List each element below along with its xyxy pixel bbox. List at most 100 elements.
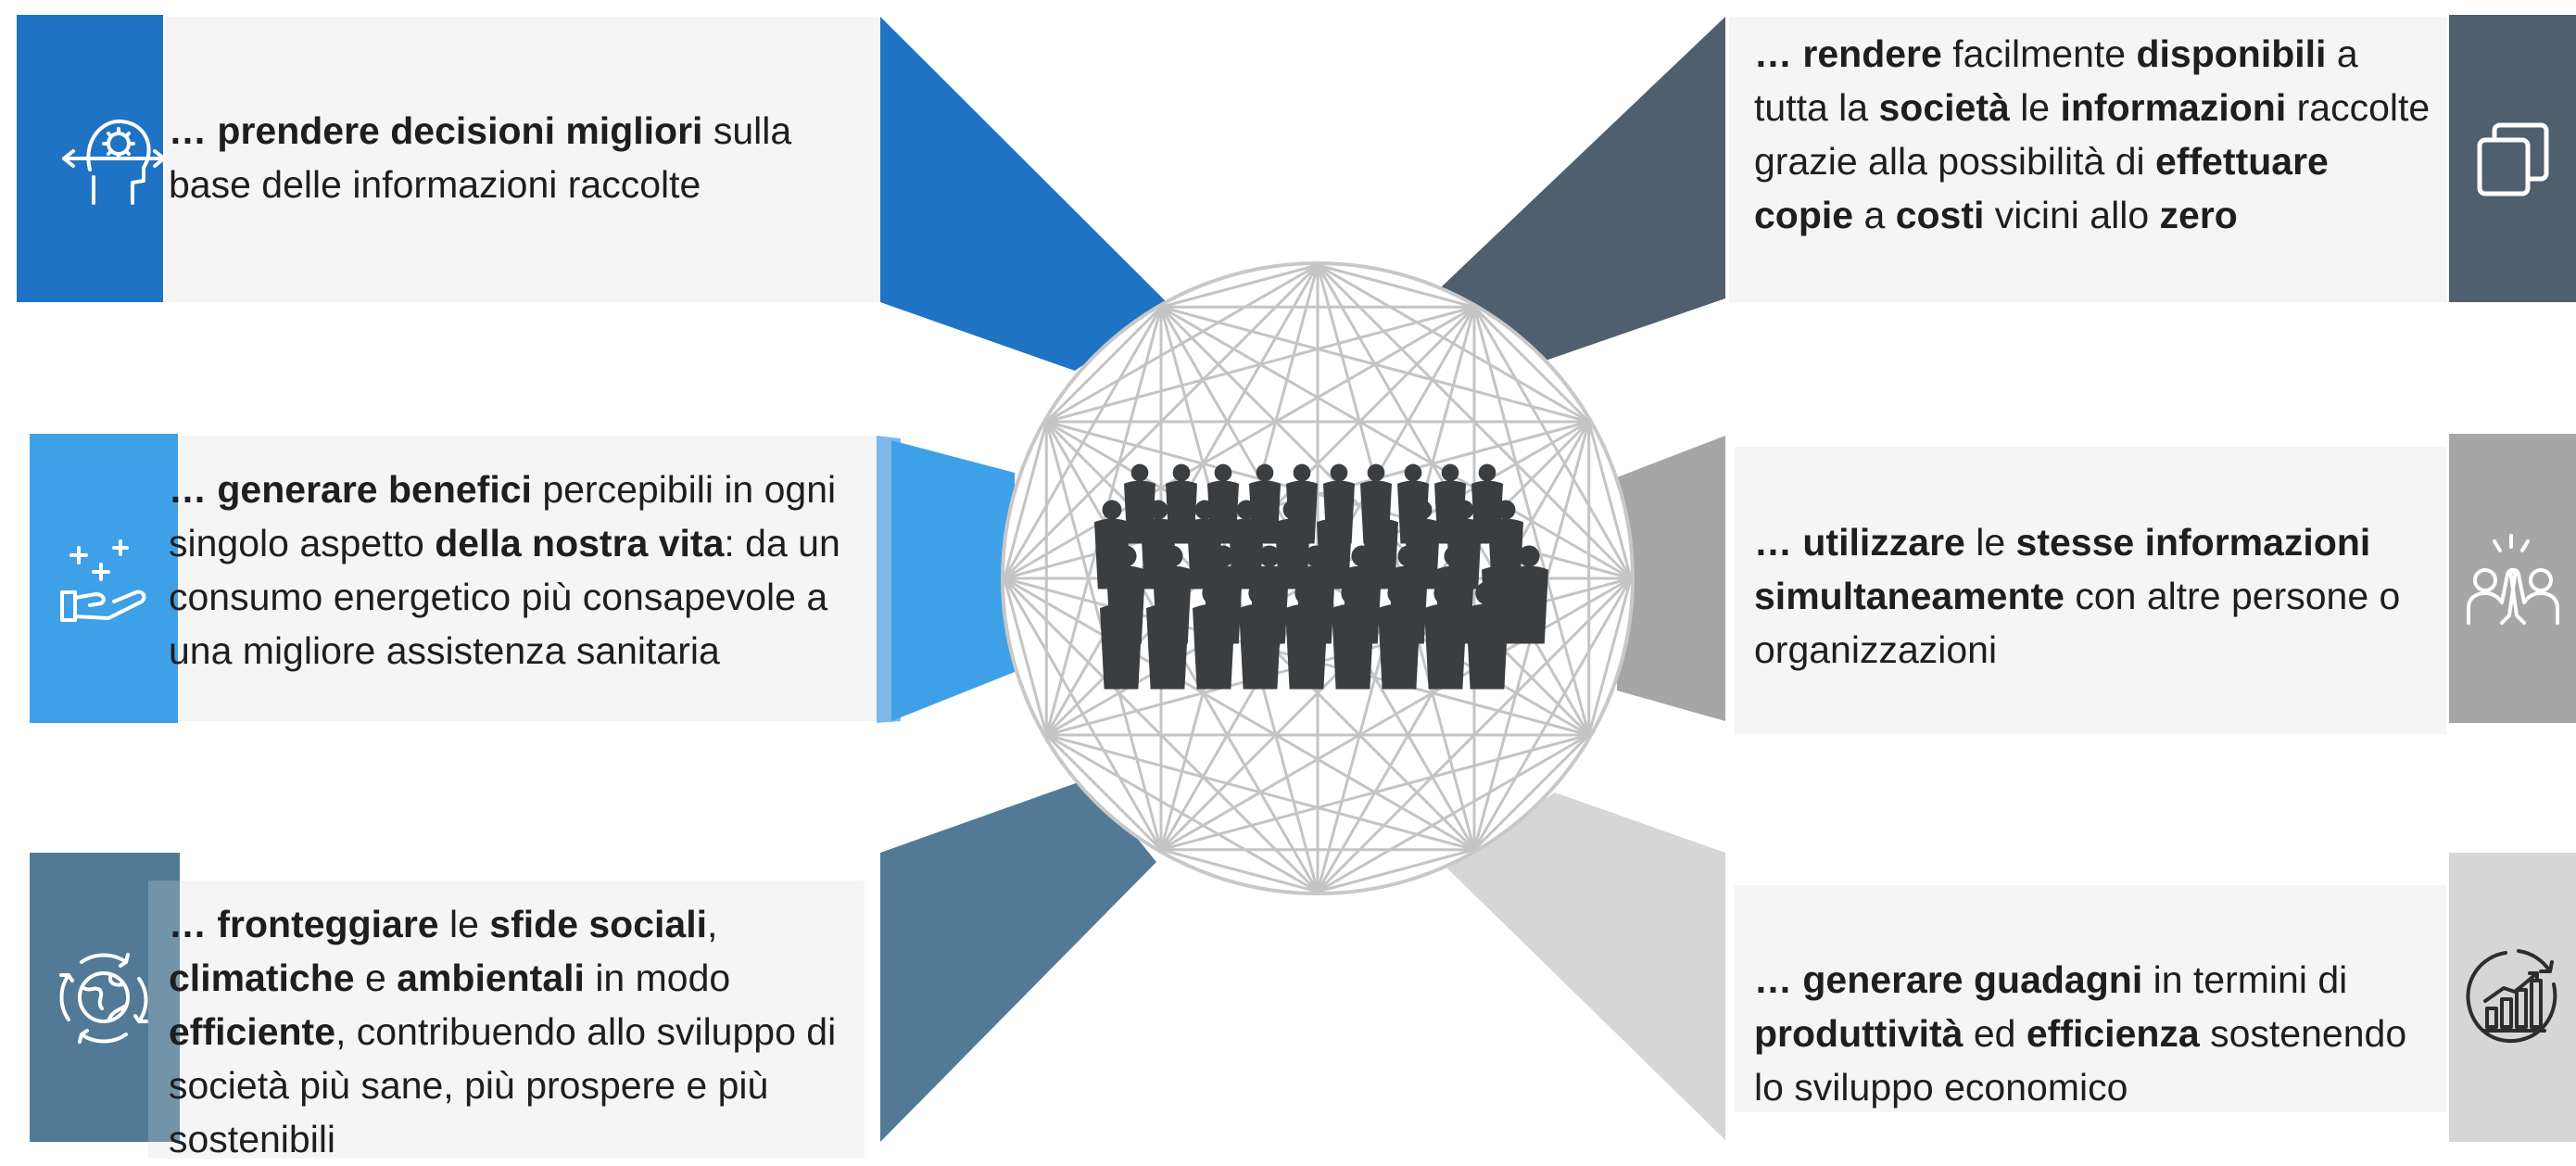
crowd-person-head (1148, 500, 1168, 520)
crowd-person-head (1387, 581, 1411, 605)
connector-share (1617, 436, 1725, 721)
network-line (1004, 577, 1475, 852)
share-text-run: le (1964, 521, 2016, 564)
hand-plus-icon (30, 434, 178, 723)
text-decisions: … prendere decisioni migliori sulla base… (169, 104, 836, 211)
crowd-person-head (1454, 500, 1474, 520)
panel-share (1735, 447, 2446, 734)
available-text-run: informazioni (2060, 86, 2287, 129)
share-text-run: … utilizzare (1754, 521, 1965, 564)
available-text-run: costi (1895, 194, 1985, 236)
connector-gains (1446, 792, 1725, 1140)
challenges-text-run: in modo (584, 957, 731, 999)
life-text-run: … generare benefici (169, 468, 532, 511)
network-line (1003, 421, 1048, 579)
panel-challenges (148, 881, 865, 1159)
network-line (1160, 305, 1590, 424)
challenges-text-run: e (354, 957, 398, 999)
gains-text-run: ed (1963, 1012, 2027, 1055)
crowd-person-head (1370, 500, 1391, 520)
text-available: … rendere facilmente disponibili a tutta… (1754, 27, 2431, 242)
crowd-person-body (1509, 565, 1548, 644)
crowd-person-head (1294, 581, 1319, 605)
crowd-person-head (1258, 545, 1281, 567)
decisions-text-run: … (169, 109, 218, 152)
crowd-person-head (1330, 463, 1348, 482)
crowd-silhouette (1094, 463, 1548, 690)
crowd-person-head (1433, 581, 1458, 605)
crowd-person-head (1202, 581, 1226, 605)
crowd-person-body (1146, 603, 1189, 690)
text-share: … utilizzare le stesse informazioni simu… (1754, 515, 2440, 677)
network-line (1045, 733, 1319, 894)
high-five-icon (2449, 434, 2576, 723)
crowd-person-head (1412, 500, 1433, 520)
crowd-person-head (1256, 463, 1274, 482)
gains-text-run: sostenendo lo sviluppo economico (1754, 1012, 2407, 1109)
bar-available (2449, 15, 2576, 302)
available-text-run: effettuare copie (1754, 140, 2329, 236)
connector-available (1441, 17, 1725, 361)
crowd-person-body (1466, 603, 1509, 690)
available-text-run: … rendere (1754, 32, 1942, 75)
challenges-text-run: … fronteggiare (169, 903, 439, 945)
connector-challenges (880, 779, 1156, 1142)
gains-text-run: … generare guadagni (1754, 958, 2143, 1001)
available-text-run: a (1853, 194, 1896, 236)
crowd-person-head (1214, 463, 1232, 482)
connector-life (891, 440, 1015, 721)
life-text-run: percepibili in ogni singolo aspetto (169, 468, 837, 564)
crowd-person-body (1100, 603, 1143, 690)
network-line (1587, 421, 1633, 579)
available-text-run: facilmente (1941, 32, 2137, 75)
network-line (1160, 263, 1319, 309)
share-text-run: con altre persone o organizzazioni (1754, 575, 2401, 671)
head-gear-icon (17, 15, 211, 302)
crowd-person-head (1194, 500, 1215, 520)
text-challenges: … fronteggiare le sfide sociali, climati… (169, 897, 850, 1166)
crowd-person-head (1444, 545, 1466, 567)
crowd-person-head (1478, 463, 1496, 482)
crowd-person-head (1518, 545, 1540, 567)
bar-life (30, 434, 178, 723)
panel-life (165, 436, 880, 721)
network-line (1160, 848, 1319, 894)
connector-decisions (880, 17, 1170, 371)
challenges-text-run: sfide sociali (489, 903, 708, 945)
crowd-person-head (1341, 581, 1365, 605)
available-text-run: raccolte grazie alla possibilità di (1754, 86, 2431, 183)
available-text-run: a tutta la (1754, 32, 2358, 129)
crowd-person-head (1324, 500, 1345, 520)
network-line (1003, 306, 1163, 579)
available-text-run: società (1878, 86, 2010, 129)
available-text-run: le (2009, 86, 2061, 129)
network-line (1317, 263, 1475, 309)
panel-available (1729, 17, 2446, 302)
crowd-person-head (1155, 581, 1180, 605)
crowd-person-body (1239, 603, 1282, 690)
crowd-person-body (1285, 603, 1328, 690)
crowd-person-head (1248, 581, 1272, 605)
text-gains: … generare guadagni in termini di produt… (1754, 953, 2440, 1114)
crowd-person-head (1305, 545, 1327, 567)
available-text-run: vicini allo (1984, 194, 2160, 236)
crowd-person-head (1115, 545, 1137, 567)
life-text-run: : da un consumo energetico più consapevo… (169, 522, 840, 672)
panel-gains (1735, 885, 2446, 1112)
crowd-person-head (1404, 463, 1422, 482)
gains-text-run: produttività (1754, 1012, 1964, 1055)
crowd-person-body (1424, 603, 1467, 690)
bar-challenges-fade (148, 881, 180, 1142)
decisions-text-run: prendere decisioni migliori (217, 109, 703, 152)
crowd-person-head (1102, 500, 1122, 520)
share-text-run: stesse informazioni simultaneamente (1754, 521, 2371, 617)
challenges-text-run: , contribuendo allo sviluppo di società … (169, 1010, 837, 1160)
challenges-text-run: ambientali (397, 957, 585, 999)
challenges-text-run: , (707, 903, 718, 945)
crowd-person-head (1367, 463, 1385, 482)
crowd-person-body (1332, 603, 1374, 690)
crowd-person-head (1172, 463, 1191, 482)
crowd-person-head (1441, 463, 1459, 482)
network-line (1045, 306, 1163, 424)
available-text-run: disponibili (2136, 32, 2327, 75)
